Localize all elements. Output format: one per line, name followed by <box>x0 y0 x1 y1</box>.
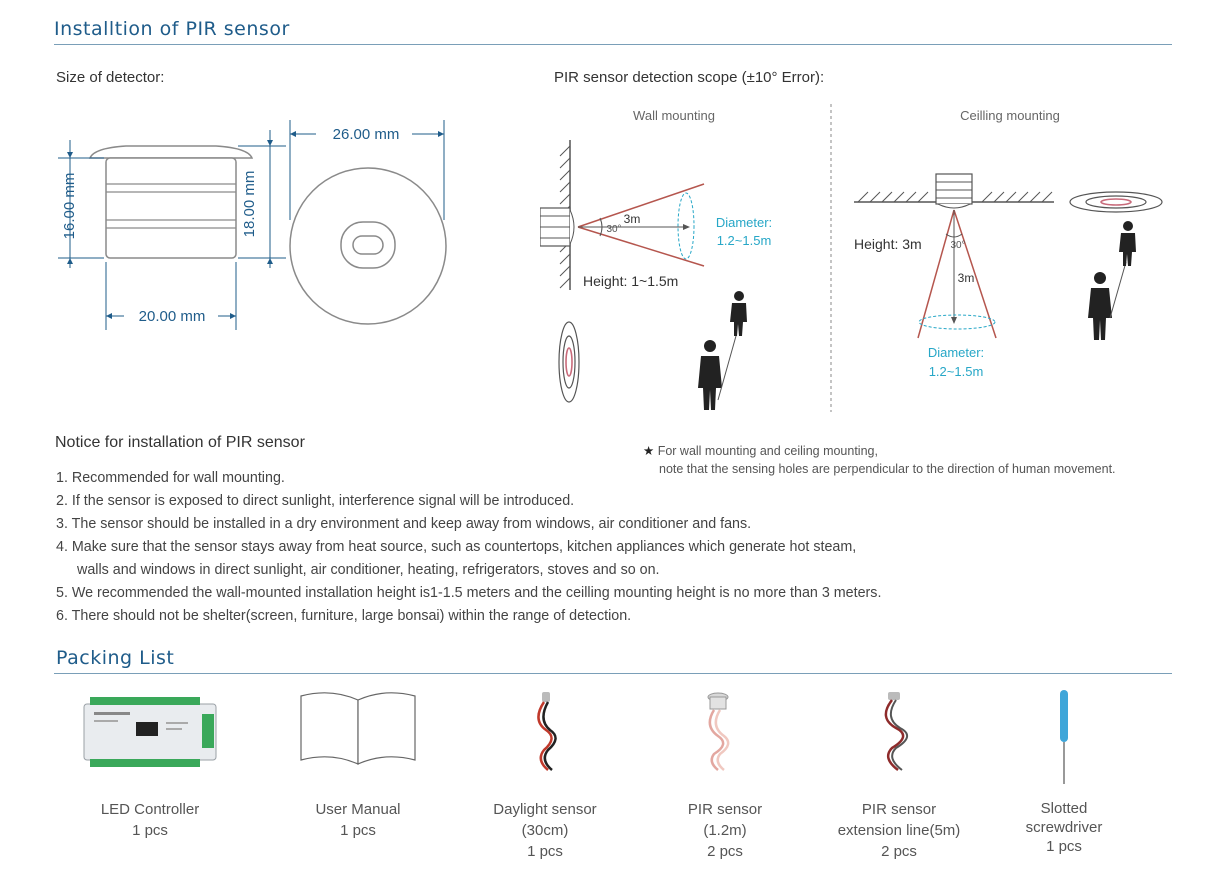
ceiling-person-near <box>1088 272 1112 340</box>
packing-item-3: Daylight sensor (30cm) 1 pcs <box>493 801 597 860</box>
dim-height-right: 18.00 mm <box>241 171 258 238</box>
size-label: Size of detector: <box>56 69 165 86</box>
wall-person-near <box>698 340 722 410</box>
pir-sensor-image <box>707 692 730 771</box>
wall-angle: 30° <box>606 224 621 235</box>
extension-line-image <box>884 692 908 771</box>
wall-cone-lower <box>577 226 705 267</box>
mounting-note: ★ For wall mounting and ceiling mounting… <box>643 444 1116 476</box>
ceiling-diameter-label: Diameter: <box>928 345 984 360</box>
notice-item: 5. We recommended the wall-mounted insta… <box>56 585 882 601</box>
user-manual-image <box>300 692 416 765</box>
packing-item-1: LED Controller 1 pcs <box>100 801 200 839</box>
wall-height: Height: 1~1.5m <box>583 273 678 289</box>
notice-item: 1. Recommended for wall mounting. <box>56 470 285 486</box>
detector-size-drawing: 16.00 mm 18.00 mm 20.00 mm 26.00 mm <box>58 120 447 330</box>
ceiling-distance: 3m <box>958 271 975 285</box>
notice-item: 4. Make sure that the sensor stays away … <box>56 539 857 555</box>
detection-scope-drawing: Wall mounting Ceilling mounting 3m 30° D… <box>540 104 1163 412</box>
ceiling-person-far <box>1119 221 1136 266</box>
wall-target-outer <box>558 321 580 403</box>
dim-height-left: 16.00 mm <box>61 173 78 240</box>
packing-rule <box>54 673 1172 674</box>
notice-item: 3. The sensor should be installed in a d… <box>56 516 752 532</box>
daylight-sensor-image <box>537 692 557 771</box>
wall-diameter-label: Diameter: <box>716 215 772 230</box>
ceiling-cone-left <box>917 209 955 339</box>
packing-item-4: PIR sensor (1.2m) 2 pcs <box>687 801 763 860</box>
wall-distance: 3m <box>624 212 641 226</box>
wall-diameter-ellipse <box>677 192 695 260</box>
scope-label: PIR sensor detection scope (±10° Error): <box>554 69 825 86</box>
dim-width: 20.00 mm <box>139 308 206 325</box>
notice-item: 2. If the sensor is exposed to direct su… <box>56 493 575 509</box>
section-title-installation: Installtion of PIR sensor <box>54 18 290 40</box>
packing-item-2: User Manual 1 pcs <box>315 801 401 839</box>
notice-list: 1. Recommended for wall mounting. 2. If … <box>56 467 881 628</box>
ceiling-diameter-value: 1.2~1.5m <box>929 364 984 379</box>
notice-title: Notice for installation of PIR sensor <box>55 434 305 451</box>
ceiling-diameter-ellipse <box>918 314 996 330</box>
ceiling-sensor <box>935 173 973 205</box>
wall-diameter-value: 1.2~1.5m <box>717 233 772 248</box>
ceiling-target-outer <box>1069 191 1163 213</box>
detector-cap <box>88 145 254 159</box>
wall-title: Wall mounting <box>633 108 715 123</box>
ceiling-angle: 30° <box>950 240 965 251</box>
packing-item-5: PIR sensor extension line(5m) 2 pcs <box>837 801 961 860</box>
packing-item-6: Slotted screwdriver 1 pcs <box>1025 800 1103 855</box>
screwdriver-image <box>1060 690 1068 784</box>
wall-cone-upper <box>577 183 705 228</box>
star-icon: ★ <box>643 444 655 458</box>
ceiling-title: Ceilling mounting <box>960 108 1060 123</box>
section-title-packing: Packing List <box>56 647 175 669</box>
ceiling-cone-right <box>953 209 997 339</box>
notice-item: 6. There should not be shelter(screen, f… <box>56 608 632 624</box>
detector-body <box>105 157 237 259</box>
wall-person-far <box>730 291 747 336</box>
title-rule <box>54 44 1172 45</box>
notice-item: walls and windows in direct sunlight, ai… <box>77 562 660 578</box>
dim-diameter: 26.00 mm <box>333 126 400 143</box>
led-controller-image <box>83 697 217 767</box>
ceiling-height: Height: 3m <box>854 236 922 252</box>
